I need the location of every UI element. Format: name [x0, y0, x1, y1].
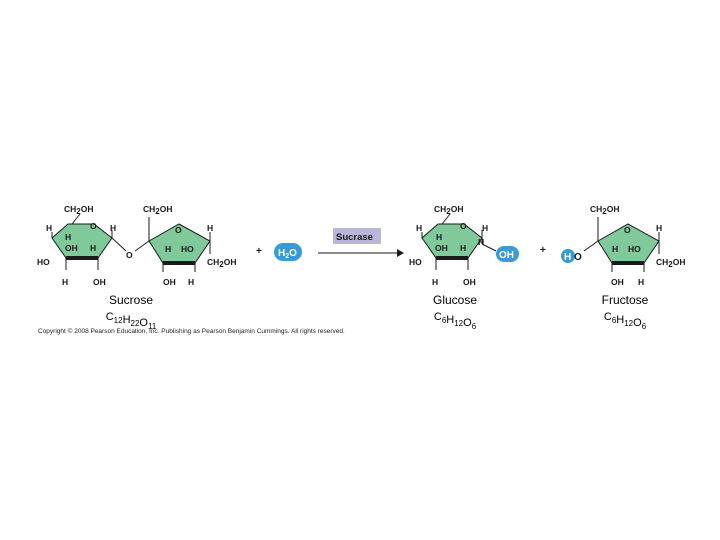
reaction-arrow-group: Sucrase [318, 228, 404, 257]
enzyme-label: Sucrase [336, 232, 373, 243]
atom-ring-oxygen: O [175, 225, 182, 235]
atom-h: H [46, 223, 52, 233]
atom-h: H [65, 232, 71, 242]
water-bubble [274, 243, 302, 261]
atom-h: H [656, 223, 662, 233]
sucrose-glucose-ring [51, 223, 113, 259]
atom-h: H [432, 277, 438, 287]
plus-sign: + [256, 246, 262, 257]
glucose-ring [421, 223, 483, 259]
fructose-name: Fructose [602, 293, 649, 307]
atom-h: H [638, 277, 644, 287]
atom-oh: OH [463, 277, 476, 287]
atom-glycosidic-oxygen: O [126, 250, 133, 260]
atom-ho: HO [37, 257, 50, 267]
atom-h: H [460, 243, 466, 253]
atom-ring-oxygen: O [460, 221, 467, 231]
glucose-formula: C6H12O6 [434, 311, 477, 331]
atom-h: H [612, 244, 618, 254]
atom-oh: OH [611, 277, 624, 287]
glucose-molecule: CH2OH O H H H OH H H HO H OH OH [409, 204, 519, 287]
atom-ch2oh: CH2OH [434, 204, 463, 216]
atom-ch2oh: CH2OH [207, 257, 236, 269]
atom-oh: OH [163, 277, 176, 287]
atom-ch2oh: CH2OH [64, 204, 93, 216]
atom-oh: OH [435, 243, 448, 253]
atom-hydroxyl-oh: OH [499, 250, 514, 261]
atom-h: H [482, 223, 488, 233]
hydroxyl-bubble [496, 246, 519, 262]
enzyme-box [333, 228, 381, 244]
water-molecule: H2O [274, 243, 302, 261]
atom-ho: HO [181, 244, 194, 254]
atom-oh: OH [93, 277, 106, 287]
atom-ch2oh: CH2OH [656, 257, 685, 269]
atom-ring-oxygen: O [624, 225, 631, 235]
atom-h: H [478, 237, 484, 247]
fructose-ring [597, 223, 660, 264]
atom-h: H [416, 223, 422, 233]
fructose-formula: C6H12O6 [604, 311, 647, 331]
atom-h: H [207, 223, 213, 233]
sucrose-formula: C12H22O11 [106, 311, 157, 331]
atom-ch2oh: CH2OH [590, 204, 619, 216]
glucose-name: Glucose [433, 293, 477, 307]
sucrose-fructose-unit: CH2OH O H H HO CH2OH OH H [134, 204, 236, 287]
atom-ch2oh: CH2OH [143, 204, 172, 216]
copyright-notice: Copyright © 2008 Pearson Education, Inc.… [38, 327, 345, 335]
atom-hydroxyl-o: O [574, 252, 582, 263]
atom-ho: HO [628, 244, 641, 254]
atom-h: H [436, 232, 442, 242]
atom-ring-oxygen: O [90, 221, 97, 231]
atom-h: H [188, 277, 194, 287]
sucrose-fructose-ring [148, 223, 211, 264]
atom-h: H [110, 223, 116, 233]
fructose-molecule: H O CH2OH O H H HO CH2OH OH H [561, 204, 685, 287]
sucrose-name: Sucrose [109, 293, 153, 307]
atom-h: H [90, 243, 96, 253]
atom-h: H [165, 244, 171, 254]
plus-sign: + [540, 245, 546, 256]
arrow-head [397, 249, 404, 257]
hydrogen-bubble [561, 249, 575, 263]
atom-ho: HO [409, 257, 422, 267]
atom-oh: OH [65, 243, 78, 253]
water-label: H2O [278, 248, 297, 260]
atom-h: H [62, 277, 68, 287]
sucrose-glucose-unit: CH2OH O H H H OH H HO H OH O [37, 204, 133, 287]
atom-hydroxyl-h: H [564, 252, 571, 263]
